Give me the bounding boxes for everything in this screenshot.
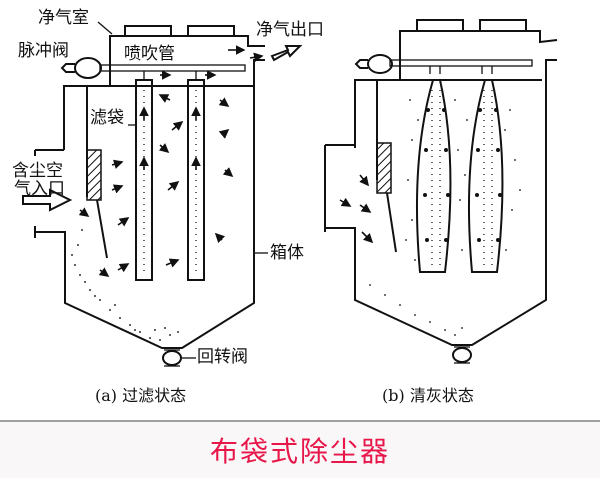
- airflow-arrows: [78, 94, 234, 277]
- label-clean-air-outlet: 净气出口: [256, 20, 324, 40]
- cleaning-arrows: [423, 108, 502, 242]
- caption-panel-b: (b) 清灰状态: [382, 386, 474, 405]
- clean-air-chamber: [109, 35, 265, 86]
- footer-banner: 布袋式除尘器: [0, 422, 600, 478]
- label-blow-pipe: 喷吹管: [124, 44, 175, 64]
- filter-bag-1: [135, 79, 153, 281]
- top-cover-left: [124, 25, 172, 37]
- inlet-arrow: [22, 188, 73, 212]
- inflated-bag-2: [467, 79, 504, 273]
- filter-bag-2: [187, 79, 205, 281]
- housing: [35, 85, 255, 349]
- inflated-bag-1: [415, 79, 452, 273]
- separator-line: [0, 420, 600, 422]
- outlet-arrow: [270, 45, 303, 62]
- label-pulse-valve: 脉冲阀: [18, 41, 69, 61]
- dust-particles-b: [369, 99, 521, 336]
- inflow-arrows-b: [339, 174, 374, 244]
- rotary-valve-icon-b: [452, 347, 472, 363]
- label-dusty-air-inlet-2: 气入口: [14, 179, 65, 199]
- label-rotary-valve: 回转阀: [197, 347, 248, 367]
- pulse-valve-icon-b: [367, 54, 393, 74]
- label-clean-air-chamber: 净气室: [38, 8, 89, 28]
- baffle-plate-b: [376, 142, 392, 194]
- label-leader-chamber: [97, 21, 113, 35]
- label-housing: 箱体: [270, 243, 304, 263]
- baffle-plate: [86, 149, 102, 201]
- blow-pipe: [99, 64, 246, 72]
- baghouse-diagram: [22, 19, 558, 367]
- blow-pipe-b: [389, 59, 533, 67]
- footer-title: 布袋式除尘器: [209, 435, 390, 468]
- label-filter-bag: 滤袋: [90, 108, 124, 128]
- outlet-lower-wall: [253, 59, 265, 86]
- top-cover-left-b: [416, 19, 464, 32]
- caption-panel-a: (a) 过滤状态: [95, 386, 187, 405]
- panel-b-cleaning: [324, 19, 558, 364]
- rotary-valve-icon: [162, 350, 182, 366]
- top-cover-right: [187, 25, 235, 37]
- pulse-valve-icon: [74, 57, 102, 79]
- label-dusty-air-inlet-1: 含尘空: [12, 161, 63, 181]
- dust-particles-a: [71, 229, 179, 341]
- panel-a-filtering: [22, 21, 303, 367]
- top-cover-right-b: [479, 19, 527, 32]
